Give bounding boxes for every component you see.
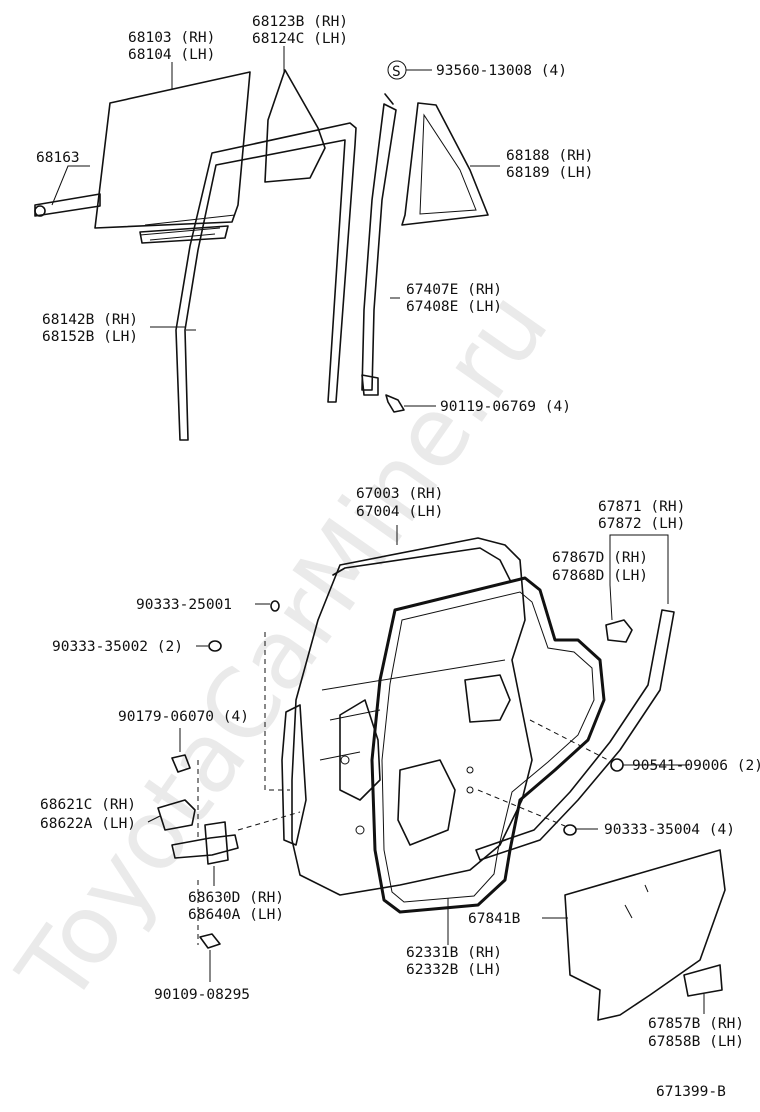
clip-67867d: [605, 619, 633, 643]
label-68123b: 68123B (RH): [252, 14, 348, 30]
door-glass: [94, 71, 251, 244]
door-hinge: [171, 821, 239, 865]
label-68103: 68103 (RH): [128, 30, 215, 46]
hinge-cover: [157, 799, 196, 831]
label-67858b: 67858B (LH): [648, 1034, 744, 1050]
label-90119: 90119-06769 (4): [440, 399, 571, 415]
label-90541: 90541-09006 (2): [632, 758, 760, 774]
label-62332b: 62332B (LH): [406, 962, 502, 978]
label-67871: 67871 (RH): [598, 499, 685, 515]
plug-90333-25001: [270, 600, 280, 612]
glass-run: [175, 122, 357, 441]
dashed-guides: [197, 632, 613, 945]
plug-90541: [610, 758, 624, 772]
bolt-90109: [199, 933, 221, 949]
plug-90333-35002: [208, 640, 222, 652]
label-90333-25001: 90333-25001: [136, 597, 232, 613]
rear-weatherstrip: [475, 609, 675, 861]
run-channel: [34, 193, 101, 217]
label-67872: 67872 (LH): [598, 516, 685, 532]
label-67841b: 67841B: [468, 911, 521, 927]
door-weatherstrip: [370, 576, 606, 914]
label-68104: 68104 (LH): [128, 47, 215, 63]
label-67867d: 67867D (RH): [552, 550, 648, 566]
label-68124c: 68124C (LH): [252, 31, 348, 47]
figure-id: 671399-B: [656, 1084, 726, 1100]
plug-90333-35004: [563, 824, 577, 836]
label-90179: 90179-06070 (4): [118, 709, 249, 725]
s-mark-label: S: [392, 64, 401, 80]
quarter-glass: [264, 69, 326, 183]
sound-pad: [683, 964, 723, 997]
label-68640a: 68640A (LH): [188, 907, 284, 923]
label-93560: 93560-13008 (4): [436, 63, 567, 79]
label-68188: 68188 (RH): [506, 148, 593, 164]
door-panel: [281, 537, 533, 896]
label-90333-35004: 90333-35004 (4): [604, 822, 735, 838]
label-90333-35002: 90333-35002 (2): [52, 639, 183, 655]
quarter-weatherstrip: [401, 102, 489, 226]
label-67857b: 67857B (RH): [648, 1016, 744, 1032]
label-67868d: 67868D (LH): [552, 568, 648, 584]
label-68622a: 68622A (LH): [40, 816, 136, 832]
label-67003: 67003 (RH): [356, 486, 443, 502]
label-67407e: 67407E (RH): [406, 282, 502, 298]
label-68142b: 68142B (RH): [42, 312, 138, 328]
label-90109: 90109-08295: [154, 987, 250, 1003]
label-68163: 68163: [36, 150, 80, 166]
label-68630d: 68630D (RH): [188, 890, 284, 906]
label-67408e: 67408E (LH): [406, 299, 502, 315]
label-67004: 67004 (LH): [356, 504, 443, 520]
bolt-90179: [171, 754, 191, 773]
label-68189: 68189 (LH): [506, 165, 593, 181]
label-62331b: 62331B (RH): [406, 945, 502, 961]
label-68621c: 68621C (RH): [40, 797, 136, 813]
leader-lines: [51, 46, 705, 1014]
division-bar: [361, 93, 397, 396]
label-68152b: 68152B (LH): [42, 329, 138, 345]
bolt-90119: [385, 394, 405, 413]
screw-s-mark: S: [387, 60, 407, 80]
service-hole-cover: [564, 849, 726, 1021]
